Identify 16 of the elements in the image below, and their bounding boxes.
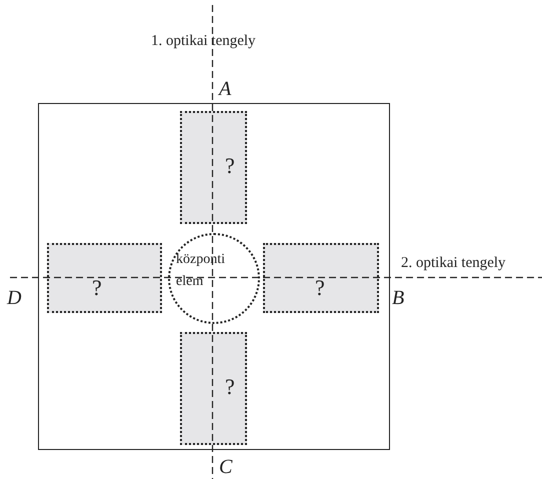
question-mark: ? xyxy=(225,376,235,398)
unknown-element-box xyxy=(180,332,247,445)
outer-frame xyxy=(38,103,390,450)
unknown-element-box xyxy=(263,243,379,313)
point-label: B xyxy=(392,288,404,308)
point-label: D xyxy=(7,288,22,308)
question-mark: ? xyxy=(315,277,325,299)
question-mark: ? xyxy=(225,155,235,177)
element-label: központi elem xyxy=(176,251,226,291)
axis-label: 2. optikai tengely xyxy=(401,256,506,271)
unknown-element-box xyxy=(47,243,162,313)
unknown-element-box xyxy=(180,111,247,224)
point-label: A xyxy=(219,79,232,99)
question-mark: ? xyxy=(92,277,102,299)
point-label: C xyxy=(219,457,232,477)
central-element-circle xyxy=(168,233,260,324)
